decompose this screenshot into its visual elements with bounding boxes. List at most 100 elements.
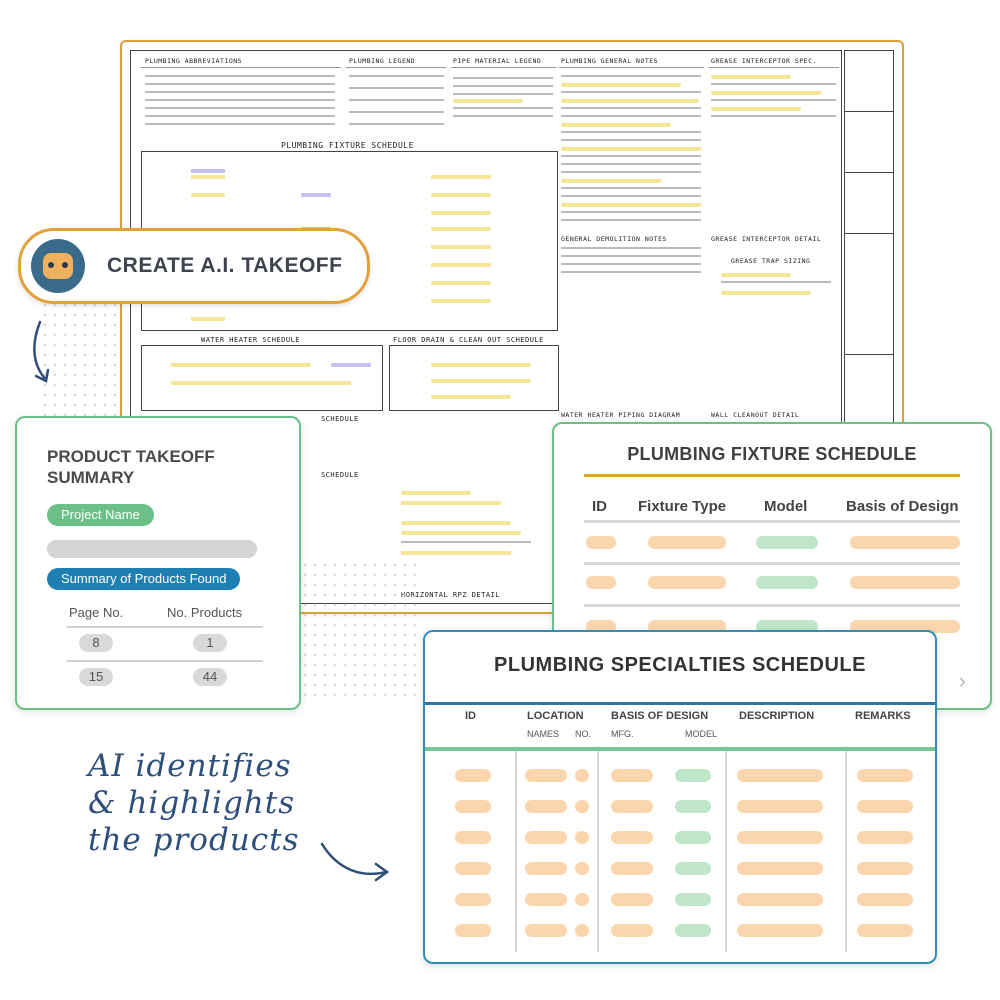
specialties-row-placeholder: [611, 893, 653, 906]
water-heater-piping-title: WATER HEATER PIPING DIAGRAM: [561, 411, 681, 419]
specialties-row-placeholder: [737, 769, 823, 782]
caption-line: AI identifies: [88, 748, 292, 784]
caption-text: AI identifies & highlights the products: [88, 748, 300, 859]
fixture-col-model: Model: [764, 498, 808, 515]
demolition-title: GENERAL DEMOLITION NOTES: [561, 235, 667, 243]
specialties-row-placeholder: [857, 893, 913, 906]
summary-title: PRODUCT TAKEOFF SUMMARY: [47, 447, 215, 487]
specialties-row-placeholder: [611, 862, 653, 875]
specialties-row-placeholder: [575, 800, 589, 813]
abbreviations-title: PLUMBING ABBREVIATIONS: [145, 57, 243, 65]
fixture-col-id: ID: [592, 498, 607, 515]
page-no-header: Page No.: [69, 605, 124, 620]
fixture-row-placeholder: [850, 576, 960, 589]
create-ai-takeoff-button[interactable]: CREATE A.I. TAKEOFF: [18, 228, 370, 304]
specialties-row-placeholder: [525, 862, 567, 875]
product-takeoff-summary-card: PRODUCT TAKEOFF SUMMARY Project Name Sum…: [15, 416, 301, 710]
grease-spec-title: GREASE INTERCEPTOR SPEC.: [711, 57, 817, 65]
fixture-row-placeholder: [648, 620, 726, 633]
schedule-title-1: SCHEDULE: [321, 415, 359, 423]
specialties-row-placeholder: [525, 893, 567, 906]
specialties-col-remarks: REMARKS: [855, 710, 911, 722]
fixture-col-basis: Basis of Design: [846, 498, 959, 515]
specialties-col-id: ID: [465, 710, 476, 722]
chevron-right-icon[interactable]: ›: [958, 668, 966, 693]
specialties-row-placeholder: [857, 924, 913, 937]
legend-title: PLUMBING LEGEND: [349, 57, 416, 65]
robot-icon: [31, 239, 85, 293]
grease-detail-title: GREASE INTERCEPTOR DETAIL: [711, 235, 822, 243]
fixture-row-placeholder: [850, 536, 960, 549]
specialties-row-placeholder: [675, 769, 711, 782]
specialties-col-location: LOCATION: [527, 710, 584, 722]
specialties-row-placeholder: [611, 924, 653, 937]
general-notes-title: PLUMBING GENERAL NOTES: [561, 57, 659, 65]
project-name-badge: Project Name: [47, 504, 154, 526]
fixture-col-type: Fixture Type: [638, 498, 727, 515]
specialties-row-placeholder: [525, 769, 567, 782]
specialties-row-placeholder: [575, 769, 589, 782]
specialties-row-placeholder: [455, 893, 491, 906]
specialties-row-placeholder: [611, 769, 653, 782]
specialties-row-placeholder: [455, 831, 491, 844]
specialties-row-placeholder: [525, 924, 567, 937]
horizontal-rpz-title: HORIZONTAL RPZ DETAIL: [401, 591, 501, 599]
fixture-row-placeholder: [756, 536, 818, 549]
curved-arrow-icon: [33, 320, 50, 383]
fixture-row-placeholder: [586, 576, 616, 589]
summary-page-cell: 8: [79, 634, 113, 652]
caption-line: & highlights: [88, 785, 296, 821]
specialties-row-placeholder: [737, 893, 823, 906]
fixture-row-placeholder: [850, 620, 960, 633]
fixture-row-placeholder: [756, 576, 818, 589]
fixture-schedule-title: PLUMBING FIXTURE SCHEDULE: [627, 444, 917, 464]
specialties-row-placeholder: [737, 831, 823, 844]
specialties-row-placeholder: [455, 924, 491, 937]
grease-sizing-title: GREASE TRAP SIZING: [731, 257, 811, 265]
specialties-row-placeholder: [575, 831, 589, 844]
create-ai-takeoff-label: CREATE A.I. TAKEOFF: [107, 254, 343, 277]
schedule-title-2: SCHEDULE: [321, 471, 359, 479]
specialties-row-placeholder: [575, 924, 589, 937]
specialties-row-placeholder: [525, 831, 567, 844]
specialties-row-placeholder: [611, 800, 653, 813]
specialties-row-placeholder: [455, 862, 491, 875]
no-products-header: No. Products: [167, 605, 243, 620]
specialties-row-placeholder: [857, 862, 913, 875]
specialties-col-basis: BASIS OF DESIGN: [611, 710, 709, 722]
specialties-row-placeholder: [455, 800, 491, 813]
fixture-schedule-sheet-title: PLUMBING FIXTURE SCHEDULE: [281, 141, 414, 150]
specialties-row-placeholder: [857, 800, 913, 813]
water-heater-title: WATER HEATER SCHEDULE: [201, 336, 301, 344]
specialties-row-placeholder: [455, 769, 491, 782]
products-found-badge: Summary of Products Found: [47, 568, 241, 590]
specialties-row-placeholder: [611, 831, 653, 844]
specialties-row-placeholder: [857, 831, 913, 844]
specialties-sub-names: NAMES: [527, 729, 560, 739]
blueprint-drawing-area: PLUMBING ABBREVIATIONS PLUMBING LEGEND P…: [130, 50, 842, 604]
specialties-row-placeholder: [675, 924, 711, 937]
specialties-row-placeholder: [737, 862, 823, 875]
specialties-row-placeholder: [857, 769, 913, 782]
summary-count-cell: 1: [193, 634, 227, 652]
fixture-row-placeholder: [756, 620, 818, 633]
specialties-schedule-title: PLUMBING SPECIALTIES SCHEDULE: [494, 654, 866, 676]
summary-count-cell: 44: [193, 668, 227, 686]
fixture-row-placeholder: [648, 536, 726, 549]
caption-line: the products: [88, 822, 300, 858]
fixture-row-placeholder: [586, 536, 616, 549]
wall-cleanout-title: WALL CLEANOUT DETAIL: [711, 411, 800, 419]
specialties-row-placeholder: [575, 862, 589, 875]
specialties-sub-no: NO.: [575, 729, 592, 739]
specialties-col-description: DESCRIPTION: [739, 710, 815, 722]
specialties-row-placeholder: [737, 924, 823, 937]
specialties-sub-model: MODEL: [685, 729, 718, 739]
specialties-row-placeholder: [675, 862, 711, 875]
specialties-row-placeholder: [675, 831, 711, 844]
specialties-row-placeholder: [575, 893, 589, 906]
dot-pattern: [300, 560, 420, 700]
summary-page-cell: 15: [79, 668, 113, 686]
project-name-field[interactable]: [47, 540, 257, 558]
specialties-row-placeholder: [675, 800, 711, 813]
fixture-row-placeholder: [648, 576, 726, 589]
